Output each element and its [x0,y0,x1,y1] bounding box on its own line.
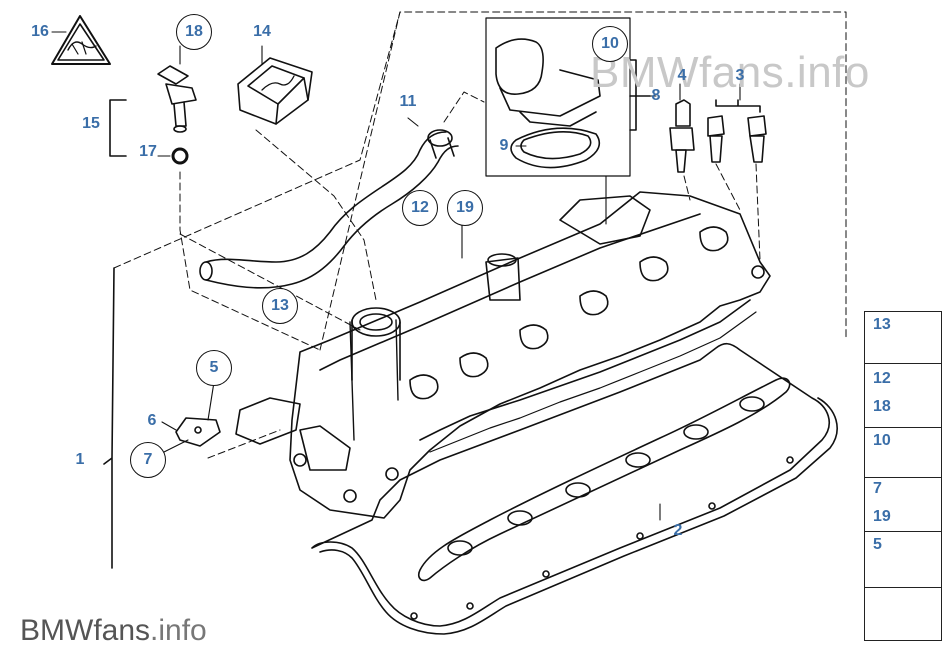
callout-15: 15 [82,115,100,132]
callout-8: 8 [651,87,661,104]
valve-cover-part [235,191,771,519]
spark-plug-gasket-part [417,377,791,582]
callout-16: 16 [31,23,49,40]
panel-label: 7 [873,480,882,497]
callout-18: 18 [176,14,212,50]
callout-7: 7 [130,442,166,478]
callout-2: 2 [673,522,683,539]
panel-cell-arrow [865,588,941,642]
callout-13: 13 [262,288,298,324]
group-bracket-15 [109,99,127,157]
callout-19: 19 [447,190,483,226]
panel-label: 18 [873,398,891,415]
panel-label: 5 [873,536,882,553]
panel-cell: 12 18 [865,364,941,428]
panel-cell: 13 [865,312,941,364]
callout-14: 14 [253,23,271,40]
panel-label: 13 [873,316,891,333]
callout-17: 17 [139,143,157,160]
panel-cell: 10 [865,428,941,478]
bracket-part [175,417,221,447]
callout-12: 12 [402,190,438,226]
outer-gasket-part [311,342,838,635]
callout-6: 6 [147,412,157,429]
group-bracket-1 [103,267,115,569]
fastener-legend-panel: 13 12 18 10 7 19 5 [864,311,942,641]
brand-ext: .info [150,614,207,647]
callout-1: 1 [75,451,85,468]
callout-4: 4 [677,67,687,84]
brand-main: BMWfans [20,614,151,647]
panel-label: 10 [873,432,891,449]
callout-11: 11 [399,93,417,110]
callout-5: 5 [196,350,232,386]
panel-label: 19 [873,508,891,525]
callout-3: 3 [735,67,745,84]
callout-10: 10 [592,26,628,62]
brand-logo: BMWfans.info [20,614,207,648]
panel-label: 12 [873,370,891,387]
cover-pad-part [237,57,313,125]
callout-9: 9 [499,137,509,154]
sensor-part [157,65,197,165]
panel-cell: 7 19 [865,478,941,532]
warning-label-part [51,15,111,65]
dashed-assembly-lines [113,11,847,459]
panel-cell: 5 [865,532,941,588]
watermark: BMWfans.info [590,48,870,97]
bolt-parts [669,99,767,173]
